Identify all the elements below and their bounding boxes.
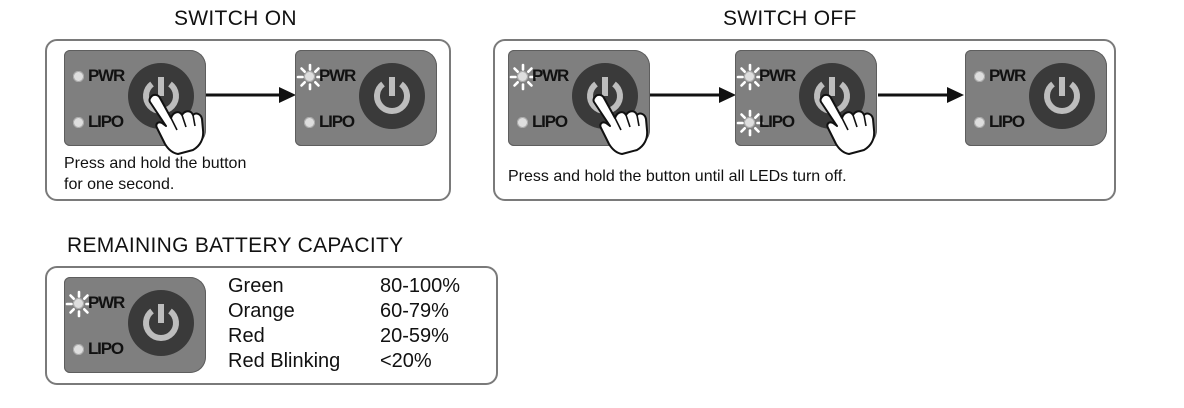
battery-frame: PWR LIPO xyxy=(45,266,498,385)
control-panel: PWR LIPO xyxy=(965,50,1107,146)
switch-on-title: SWITCH ON xyxy=(174,7,297,30)
lipo-led xyxy=(517,117,528,128)
control-panel: PWR LIPO xyxy=(295,50,437,146)
pwr-label: PWR xyxy=(532,66,569,85)
lipo-led xyxy=(744,117,755,128)
control-panel: PWR LIPO xyxy=(508,50,650,155)
switch-on-frame: PWR LIPO PWR LIPO Press and hold the but… xyxy=(45,39,451,201)
lipo-label: LIPO xyxy=(759,112,795,131)
battery-title: REMAINING BATTERY CAPACITY xyxy=(67,234,404,257)
pwr-led xyxy=(744,71,755,82)
battery-level-color: Orange xyxy=(228,300,295,322)
lipo-label: LIPO xyxy=(532,112,568,131)
battery-level-color: Red Blinking xyxy=(228,350,341,372)
lipo-led xyxy=(974,117,985,128)
led-blink-icon xyxy=(736,63,763,90)
right-arrow-icon xyxy=(650,87,736,103)
switch-on-caption-line2: for one second. xyxy=(64,176,175,193)
control-panel: PWR LIPO xyxy=(64,277,206,373)
power-button xyxy=(1029,63,1095,129)
control-panel: PWR LIPO xyxy=(64,50,206,155)
pwr-led xyxy=(517,71,528,82)
lipo-label: LIPO xyxy=(88,339,124,358)
pwr-label: PWR xyxy=(989,66,1026,85)
switch-off-title: SWITCH OFF xyxy=(723,7,857,30)
led-blink-icon xyxy=(509,63,536,90)
pwr-label: PWR xyxy=(88,66,125,85)
lipo-led xyxy=(73,117,84,128)
right-arrow-icon xyxy=(206,87,296,103)
switch-off-caption: Press and hold the button until all LEDs… xyxy=(508,168,847,185)
finger-press-icon xyxy=(592,93,649,155)
finger-press-icon xyxy=(148,93,205,155)
led-blink-icon xyxy=(736,109,763,136)
power-icon xyxy=(374,77,410,114)
pwr-label: PWR xyxy=(88,293,125,312)
battery-level-color: Red xyxy=(228,325,265,347)
battery-level-range: 20-59% xyxy=(380,325,449,347)
control-panel: PWR LIPO xyxy=(735,50,877,155)
pwr-label: PWR xyxy=(759,66,796,85)
pwr-led xyxy=(974,71,985,82)
power-button xyxy=(128,290,194,356)
battery-level-range: 60-79% xyxy=(380,300,449,322)
lipo-led xyxy=(304,117,315,128)
power-icon xyxy=(143,304,179,341)
lipo-label: LIPO xyxy=(319,112,355,131)
pwr-led xyxy=(73,71,84,82)
battery-level-color: Green xyxy=(228,275,284,297)
led-blink-icon xyxy=(296,63,323,90)
finger-press-icon xyxy=(819,93,876,155)
pwr-label: PWR xyxy=(319,66,356,85)
led-blink-icon xyxy=(65,290,92,317)
lipo-led xyxy=(73,344,84,355)
power-icon xyxy=(1044,77,1080,114)
lipo-label: LIPO xyxy=(989,112,1025,131)
power-button xyxy=(359,63,425,129)
pwr-led xyxy=(73,298,84,309)
lipo-label: LIPO xyxy=(88,112,124,131)
right-arrow-icon xyxy=(878,87,964,103)
pwr-led xyxy=(304,71,315,82)
battery-level-range: <20% xyxy=(380,350,432,372)
battery-level-range: 80-100% xyxy=(380,275,461,297)
switch-on-caption-line1: Press and hold the button xyxy=(64,155,247,172)
switch-off-frame: PWR LIPO PWR LIPO PWR LIPO Press and hol… xyxy=(493,39,1116,201)
